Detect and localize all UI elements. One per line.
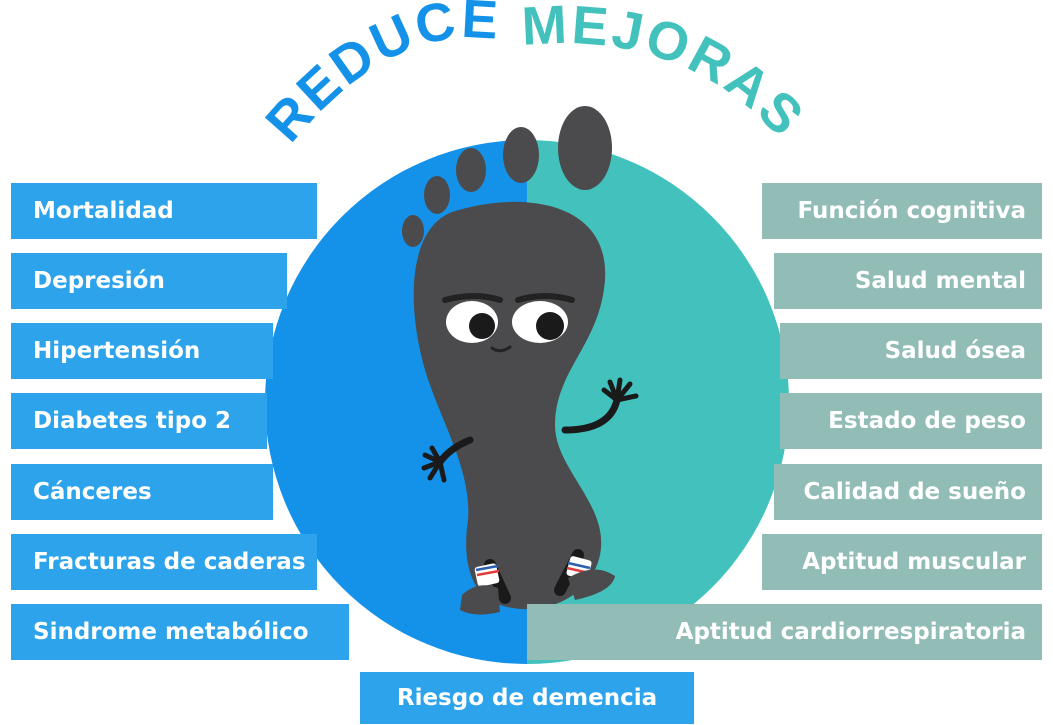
improve-item-bone-health: Salud ósea <box>780 323 1042 379</box>
improve-item-weight-status: Estado de peso <box>780 393 1042 449</box>
reduce-item-mortality: Mortalidad <box>11 183 317 239</box>
improve-item-mental-health: Salud mental <box>774 253 1042 309</box>
reduce-item-hypertension: Hipertensión <box>11 323 273 379</box>
improve-item-sleep-quality: Calidad de sueño <box>774 464 1042 520</box>
reduce-item-cancers: Cánceres <box>11 464 273 520</box>
toe-3 <box>456 148 486 192</box>
reduce-item-dementia-risk: Riesgo de demencia <box>360 672 694 724</box>
improve-item-cardiorespiratory-fitness: Aptitud cardiorrespiratoria <box>527 604 1042 660</box>
reduce-item-hip-fractures: Fracturas de caderas <box>11 534 317 590</box>
improve-item-muscular-fitness: Aptitud muscular <box>762 534 1042 590</box>
reduce-heading: REDUCE <box>254 0 502 153</box>
toe-2 <box>503 127 539 183</box>
reduce-item-diabetes: Diabetes tipo 2 <box>11 393 267 449</box>
improve-item-cognitive-function: Función cognitiva <box>762 183 1042 239</box>
foot-character <box>402 106 639 615</box>
reduce-item-depression: Depresión <box>11 253 287 309</box>
toe-4 <box>424 176 450 214</box>
big-toe <box>558 106 612 190</box>
reduce-item-metabolic-syndrome: Sindrome metabólico <box>11 604 349 660</box>
toe-5 <box>402 215 424 247</box>
